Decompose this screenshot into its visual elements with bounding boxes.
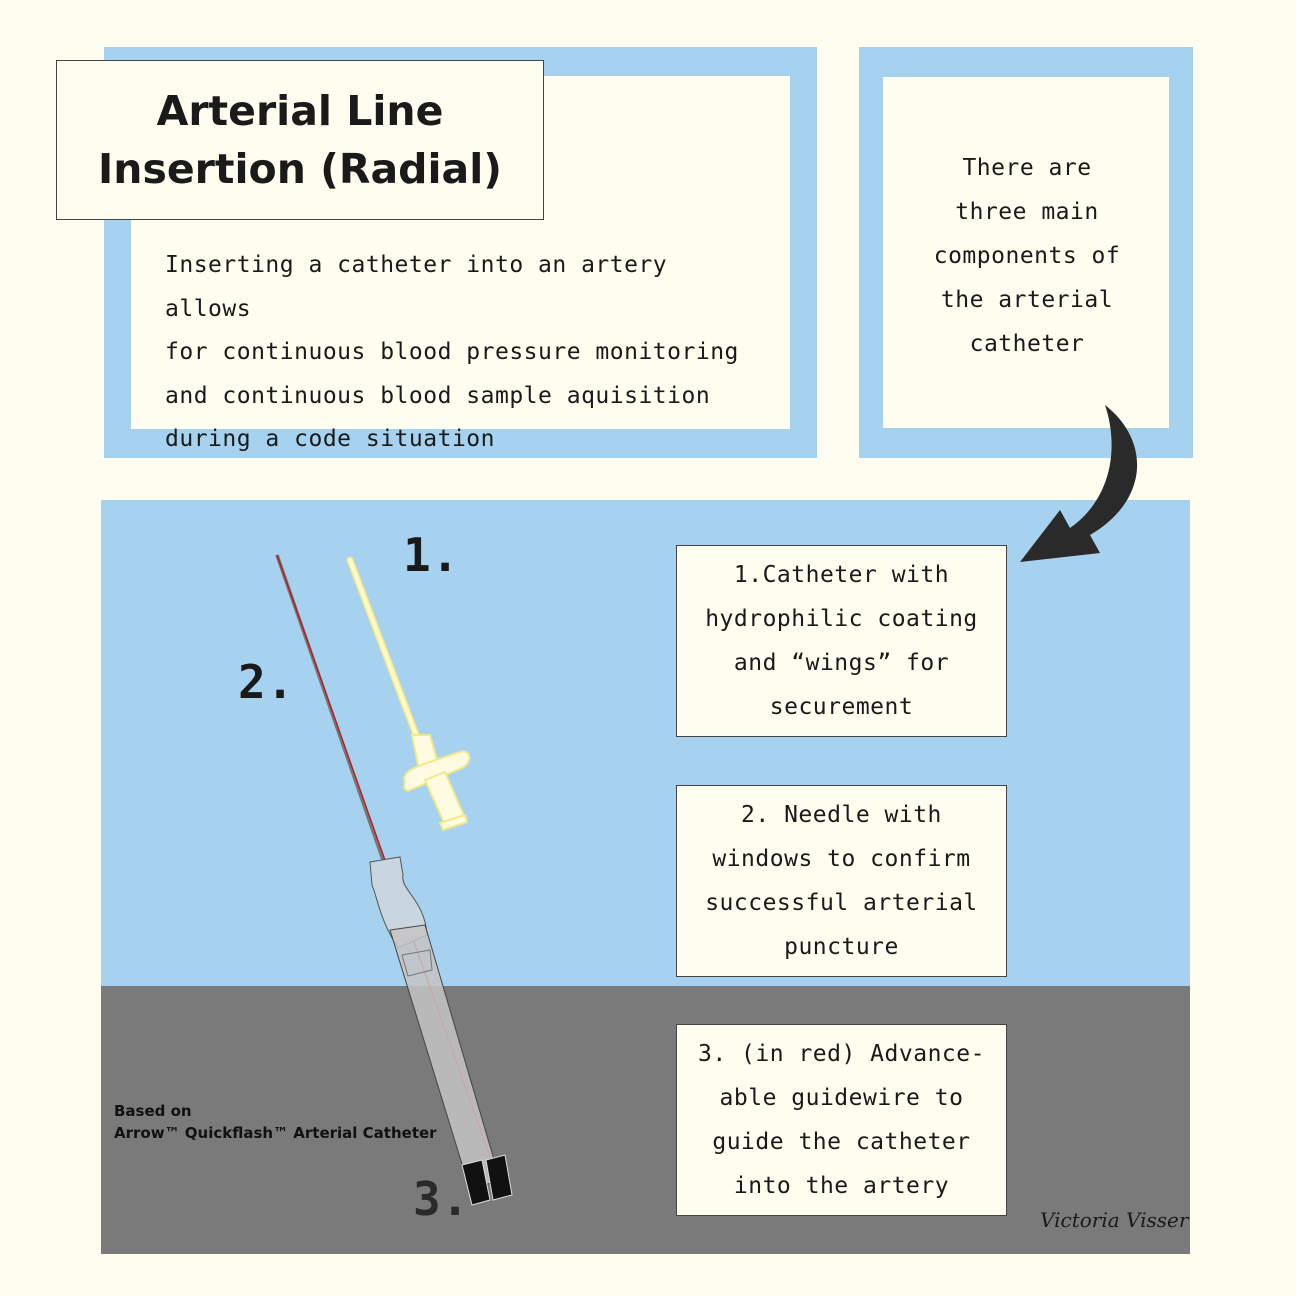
description-line: during a code situation (165, 426, 495, 452)
description-line: Inserting a catheter into an artery allo… (165, 252, 668, 322)
side-note-line: three main (955, 199, 1099, 225)
component-box-3: 3. (in red) Advance-able guidewire to gui… (676, 1024, 1007, 1216)
box-line: 3. (in red) Advance- (698, 1041, 985, 1067)
box-line: windows to confirm (712, 846, 971, 872)
box-line: and “wings” for (733, 650, 950, 676)
side-note-line: components of (933, 243, 1121, 269)
box-line: guide the catheter (712, 1129, 971, 1155)
component-box-2: 2. Needle with windows to confirm successf… (676, 785, 1007, 977)
side-panel (883, 77, 1169, 428)
box-line: able guidewire to (719, 1085, 964, 1111)
box-line: hydrophilic coating (705, 606, 978, 632)
label-1: 1. (403, 528, 460, 582)
box-line: successful arterial (705, 890, 978, 916)
box-line: puncture (784, 934, 899, 960)
title-line-1: Arterial Line (156, 87, 444, 135)
box-line: into the artery (733, 1173, 950, 1199)
side-note-line: the arterial (940, 287, 1114, 313)
diagram-gray-area (101, 986, 1190, 1254)
component-box-1: 1.Catheter with hydrophilic coating and “w… (676, 545, 1007, 737)
side-note-line: catheter (969, 331, 1085, 357)
description: Inserting a catheter into an artery allo… (165, 244, 765, 462)
artist-signature: Victoria Visser (1040, 1208, 1189, 1232)
box-line: 1.Catheter with (733, 562, 950, 588)
credit-line-1: Based on (114, 1102, 192, 1120)
side-note: There are three main components of the a… (900, 146, 1154, 366)
diagram-blue-area (101, 500, 1190, 986)
label-3: 3. (413, 1172, 470, 1226)
curved-arrow-icon (1020, 405, 1138, 562)
box-line: 2. Needle with (741, 802, 942, 828)
box-line: securement (769, 694, 914, 720)
title-line-2: Insertion (Radial) (98, 145, 502, 193)
credit-line-2: Arrow™ Quickflash™ Arterial Catheter (114, 1124, 437, 1142)
label-2: 2. (238, 655, 295, 709)
catheter-drawing (275, 554, 513, 1206)
description-line: for continuous blood pressure monitoring (165, 339, 739, 365)
description-line: and continuous blood sample aquisition (165, 382, 711, 409)
credit-note: Based on Arrow™ Quickflash™ Arterial Cat… (114, 1100, 437, 1144)
side-note-line: There are (962, 155, 1092, 181)
